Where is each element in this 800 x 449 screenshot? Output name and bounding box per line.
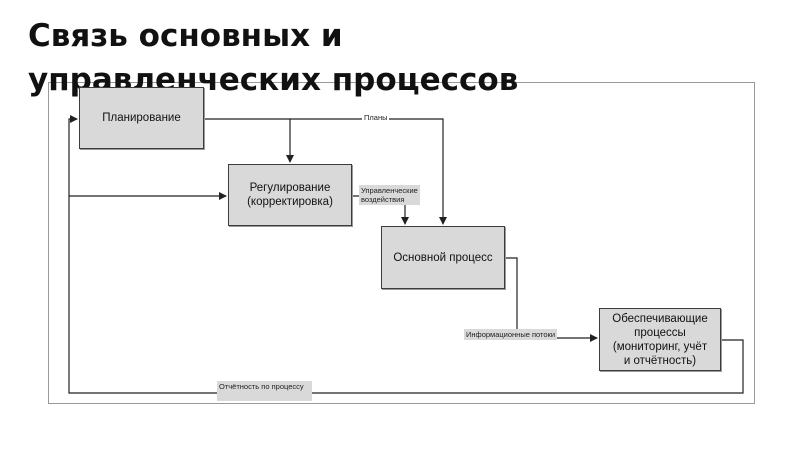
planning-box: Планирование — [79, 87, 204, 149]
connector-main-to-support — [505, 257, 598, 342]
main-process-box: Основной процесс — [381, 226, 505, 289]
main-process-label: Основной процесс — [393, 251, 493, 264]
regulation-label: Регулирование (корректировка) — [247, 182, 333, 208]
support-processes-box: Обеспечивающие процессы (мониторинг, учё… — [599, 308, 721, 371]
process-reporting-label: Отчётность по процессу — [217, 381, 312, 401]
planning-label: Планирование — [102, 112, 181, 124]
slide-title: Связь основных и управленческих процессо… — [28, 18, 519, 98]
support-processes-label: Обеспечивающие процессы (мониторинг, учё… — [612, 312, 708, 367]
information-flows-label: Информационные потоки — [464, 329, 558, 340]
management-actions-label: Управленческие воздействия — [359, 185, 420, 205]
regulation-box: Регулирование (корректировка) — [228, 164, 352, 226]
connector-plans-to-main-process — [290, 118, 447, 225]
plans-label: Планы — [362, 113, 390, 122]
connector-planning-to-regulation — [204, 118, 294, 163]
connector-reporting-loop — [68, 115, 744, 394]
